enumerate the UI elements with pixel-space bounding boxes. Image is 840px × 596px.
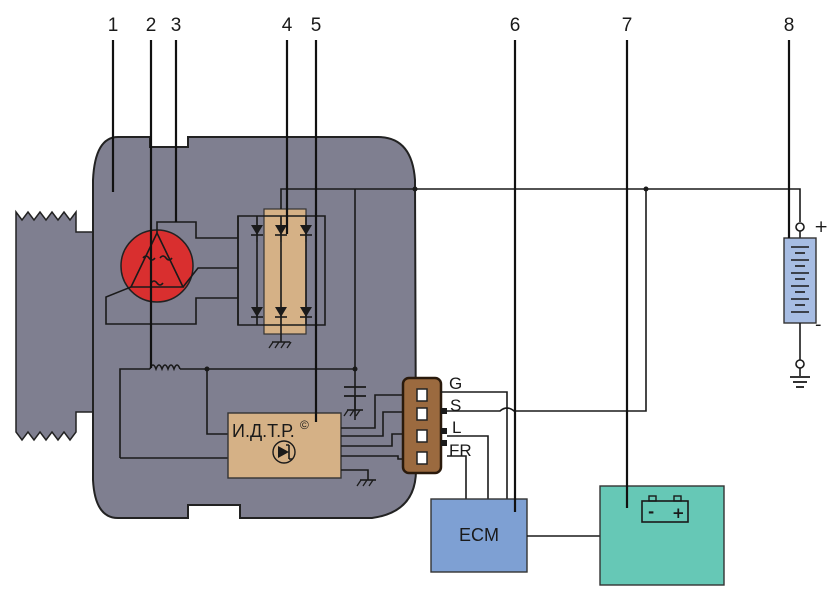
callout-7: 7 [622, 15, 633, 36]
battery [783, 222, 817, 376]
ecm-unit: ECM [430, 498, 528, 573]
battery-minus-label: - [815, 314, 822, 335]
callout-2: 2 [146, 15, 157, 36]
pin-label-s: S [450, 396, 461, 415]
battery-icon-minus: - [648, 503, 654, 521]
stator-winding [105, 221, 238, 325]
rectifier-bridge [237, 208, 326, 342]
callout-1: 1 [108, 15, 119, 36]
alternator-connector [401, 376, 447, 475]
capacitor-icon [344, 386, 366, 410]
callout-6: 6 [510, 15, 521, 36]
ecm-label: ECM [459, 525, 499, 545]
callout-8: 8 [784, 15, 795, 36]
regulator-label: И.Д.Т.Р. [232, 421, 295, 441]
callout-3: 3 [171, 15, 182, 36]
regulator-mark: © [300, 418, 309, 432]
callout-4: 4 [282, 15, 293, 36]
pin-label-l: L [452, 418, 461, 437]
combination-meter: - + [599, 485, 725, 586]
callout-5: 5 [311, 15, 322, 36]
ground-icon [343, 409, 363, 417]
zener-diode-icon [278, 444, 292, 460]
callout-leaders [111, 40, 791, 512]
ground-icon [268, 341, 292, 349]
voltage-regulator: И.Д.Т.Р. © [227, 412, 342, 479]
battery-icon-plus: + [672, 504, 685, 522]
battery-icon: - + [641, 495, 689, 523]
pulley [15, 209, 101, 442]
coil-icon [149, 364, 181, 372]
pin-label-fr: FR [449, 441, 472, 460]
battery-plus-label: + [814, 217, 828, 237]
ground-icon [790, 376, 810, 388]
ground-icon [356, 479, 376, 487]
pin-label-g: G [449, 374, 462, 393]
